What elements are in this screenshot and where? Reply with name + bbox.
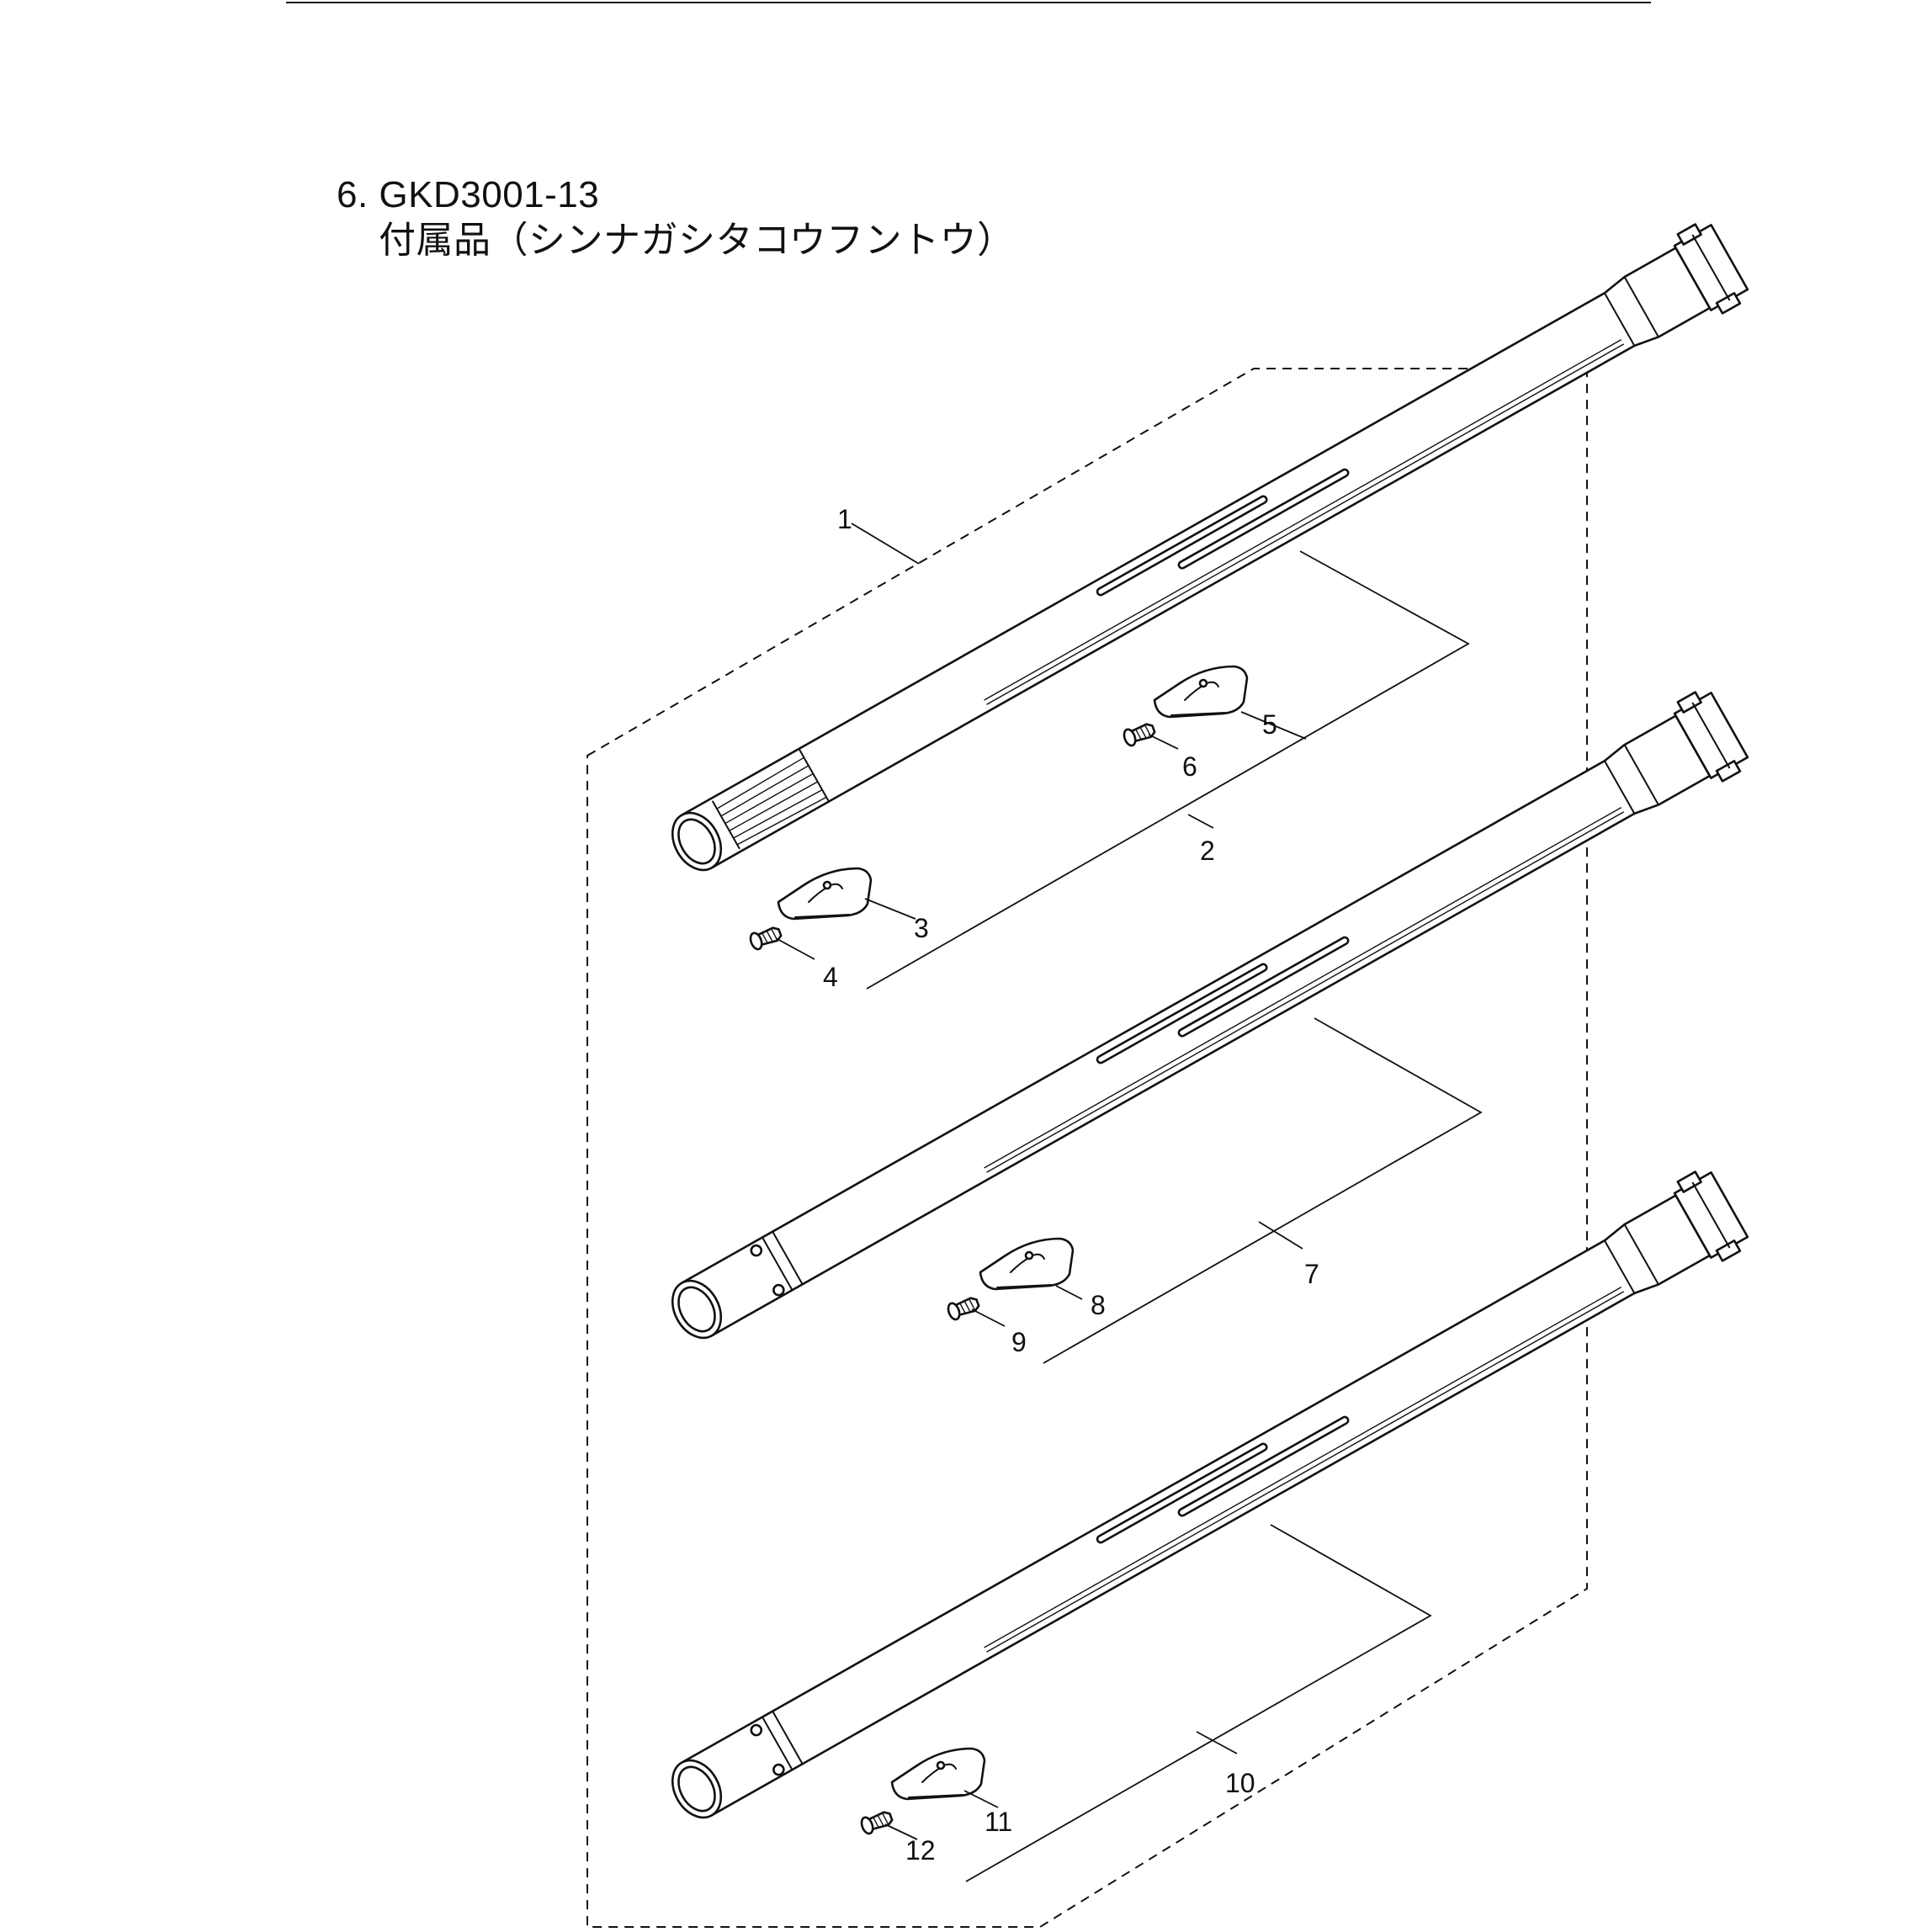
bracket-2 [866,550,1470,990]
callout-6: 6 [1182,751,1197,782]
callout-1: 1 [837,504,852,534]
tick-11 [963,1790,999,1808]
clip-3 [777,867,873,921]
tick-2 [1187,814,1214,829]
callout-2: 2 [1200,836,1215,866]
clip-5 [1153,665,1249,719]
clip-11 [890,1747,986,1801]
callout-3: 3 [914,913,929,943]
tick-6 [1148,734,1179,750]
bracket-7 [1043,1017,1483,1364]
callout-7: 7 [1304,1259,1319,1289]
callout-9: 9 [1011,1327,1027,1357]
tick-5 [1240,711,1307,740]
screw-12 [858,1807,895,1837]
screw-4 [747,923,784,953]
tick-12 [884,1823,918,1840]
callout-4: 4 [823,962,838,992]
tick-9 [971,1308,1006,1327]
screw-6 [1121,719,1158,749]
tick-4 [775,937,815,960]
diagram-title: 6. GKD3001-13 [337,174,599,215]
clip-8 [979,1237,1075,1291]
tick-7 [1258,1221,1303,1250]
diagram-subtitle: 付属品（シンナガシタコウフントウ） [379,220,1015,261]
tick-10 [1196,1731,1238,1754]
callout-10: 10 [1225,1768,1255,1798]
assembly-boundary [586,368,1588,1928]
tick-1 [851,523,920,565]
callout-11: 11 [985,1807,1012,1837]
screw-9 [945,1293,982,1323]
callout-8: 8 [1091,1290,1106,1320]
bracket-10 [965,1524,1432,1882]
tick-3 [864,898,916,920]
tick-8 [1055,1285,1083,1300]
callout-5: 5 [1262,709,1277,740]
callout-12: 12 [905,1835,936,1866]
